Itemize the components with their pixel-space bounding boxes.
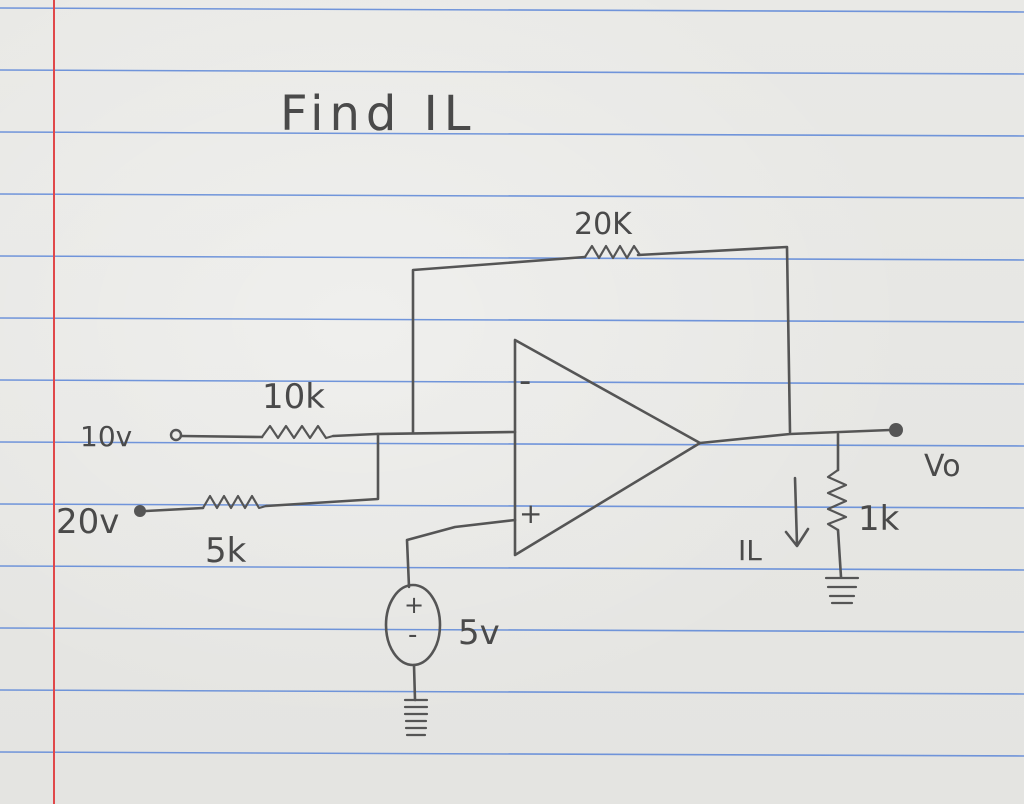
input2-wire [144,432,380,513]
source-ground-wire [412,663,417,702]
feedback-resistor [583,244,642,260]
voltage-source-label: 5v [458,613,500,653]
rule-line [0,317,1024,323]
noninverting-input-sign: + [519,497,542,530]
rule-line [0,689,1024,695]
rule-line [0,379,1024,385]
source-ground-icon [403,698,429,737]
rule-line [0,565,1024,571]
rule-line [0,751,1024,757]
rule-line [0,255,1024,261]
input2-resistor-label: 5k [205,531,247,571]
rule-line [0,441,1024,447]
feedback-resistor-label: 20K [574,207,633,242]
inverting-input-sign: - [519,361,531,401]
rule-line [0,503,1024,509]
current-label: IL [738,534,762,567]
input1-voltage-label: 10v [80,420,132,453]
rule-line [0,69,1024,75]
load-resistor [826,468,848,532]
voltage-source-plus: + [404,591,424,619]
input2-resistor [201,494,268,510]
load-resistor-label: 1k [858,499,900,539]
rule-line [0,193,1024,199]
ruled-lines [0,7,1024,757]
input1-resistor [260,424,335,440]
input1-terminal [169,428,183,442]
feedback-wire [411,245,792,434]
load-wire [836,432,843,579]
current-arrow-icon [784,476,810,548]
voltage-source-minus: - [408,620,417,650]
rule-line [0,7,1024,13]
rule-line [0,627,1024,633]
output-wire [698,428,892,445]
op-amp [513,338,702,557]
input2-voltage-label: 20v [56,502,119,542]
noninverting-wire [405,518,517,589]
load-ground-icon [824,576,860,605]
input1-resistor-label: 10k [262,377,325,417]
input2-terminal [134,505,146,517]
rule-line [0,131,1024,137]
output-terminal [889,423,903,437]
title: Find IL [280,86,477,142]
output-voltage-label: Vo [924,449,961,484]
input1-wire [179,430,517,439]
